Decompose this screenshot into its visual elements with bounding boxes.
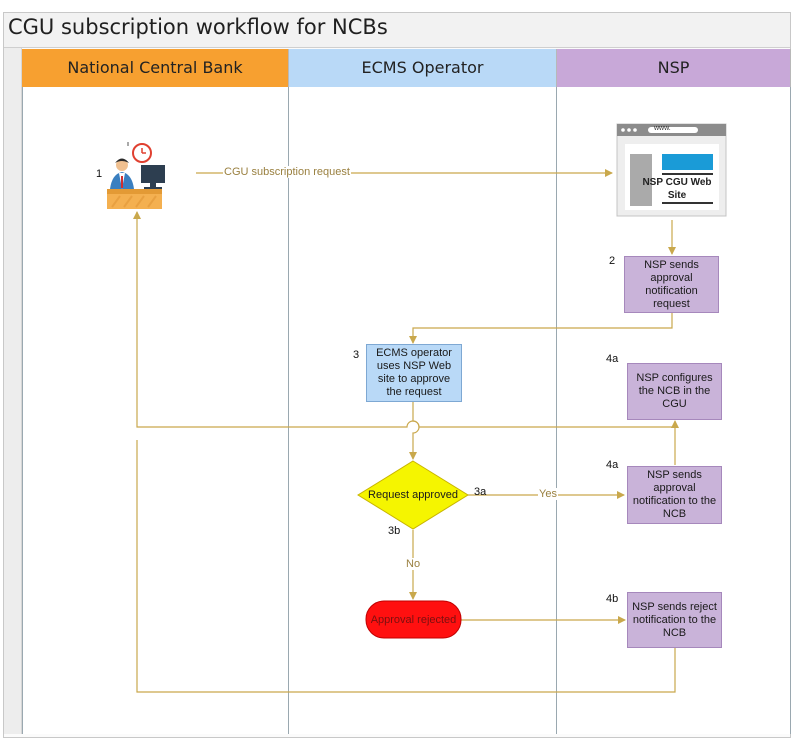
edge-step2-to-step3 [409, 313, 673, 344]
edge-4b-to-ncb [136, 440, 676, 693]
step4a-notif-number: 4a [606, 459, 619, 471]
diagram-title: CGU subscription workflow for NCBs [8, 15, 388, 39]
step4a-config-box: NSP configures the NCB in the CGU [627, 363, 722, 420]
lane-header-ecms: ECMS Operator [289, 49, 557, 87]
step2-number: 2 [609, 255, 616, 267]
decision-label: Request approved [368, 488, 458, 501]
edge-label-request: CGU subscription request [223, 166, 351, 178]
edge-step3-to-decision [409, 402, 420, 460]
step3-number: 3 [353, 349, 360, 361]
rejected-label: Approval rejected [370, 613, 457, 626]
step1-number: 1 [96, 168, 103, 180]
step4a-config-number: 4a [606, 353, 619, 365]
step3-box: ECMS operator uses NSP Web site to appro… [366, 344, 462, 402]
step4a-notif-box: NSP sends approval notification to the N… [627, 466, 722, 524]
nsp-website-icon [616, 123, 727, 217]
edge-config-line [133, 211, 675, 428]
lane-header-nsp: NSP [557, 49, 791, 87]
step2-box: NSP sends approval notification request [624, 256, 719, 313]
lane-header-ncb: National Central Bank [22, 49, 289, 87]
edge-label-yes: Yes [538, 488, 558, 500]
title-bar [4, 13, 790, 48]
step3b-number: 3b [388, 525, 401, 537]
rejected-terminator [365, 600, 462, 639]
ncb-person-icon [107, 142, 165, 209]
decision-diamond [357, 460, 469, 530]
edge-label-no: No [405, 558, 422, 570]
left-strip [4, 48, 22, 734]
step3a-number: 3a [474, 486, 487, 498]
website-label: NSP CGU Web Site [642, 177, 712, 201]
step4b-number: 4b [606, 593, 619, 605]
website-url-text: www. [654, 125, 671, 132]
step4b-box: NSP sends reject notification to the NCB [627, 592, 722, 648]
